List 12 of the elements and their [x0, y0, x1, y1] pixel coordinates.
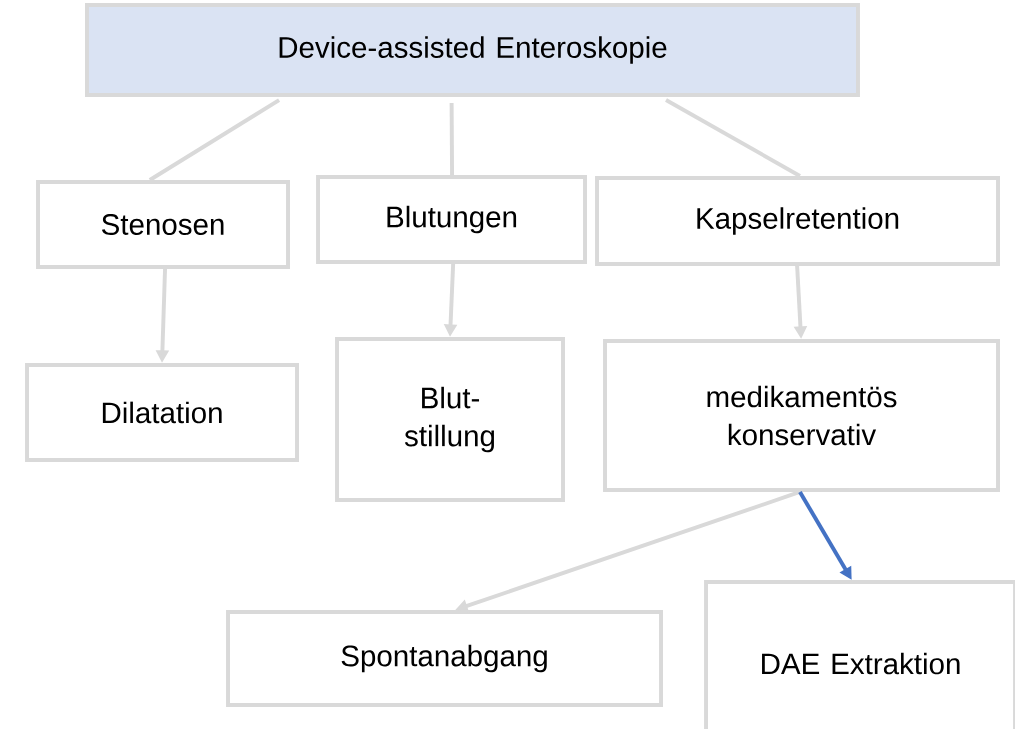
process-box: Spontanabgang [226, 610, 663, 707]
process-box: Stenosen [36, 180, 290, 269]
connector-line [148, 98, 281, 182]
process-box: DAE Extraktion [704, 580, 1015, 729]
process-box: Blut- stillung [335, 337, 565, 502]
process-box: Blutungen [316, 175, 587, 264]
connector-line [449, 102, 455, 176]
connector-line [665, 98, 801, 178]
process-box: Kapselretention [595, 176, 1000, 266]
process-box: medikamentös konservativ [603, 339, 1000, 492]
title-box: Device-assisted Enteroskopie [85, 3, 860, 97]
process-box: Dilatation [25, 363, 299, 462]
